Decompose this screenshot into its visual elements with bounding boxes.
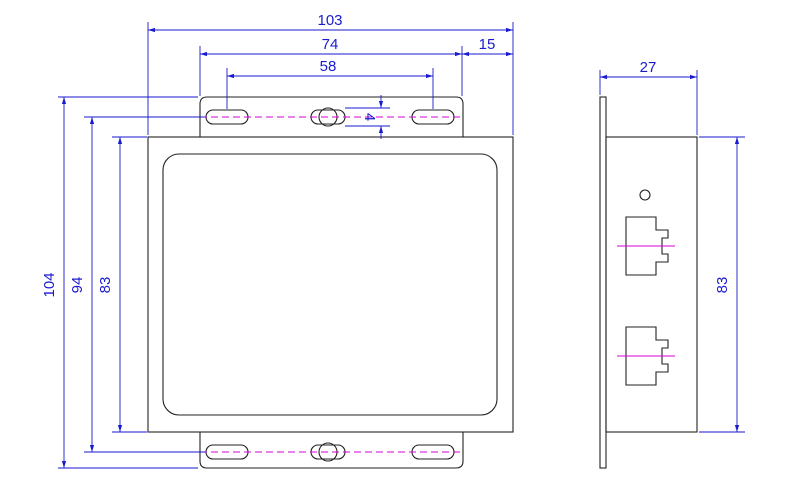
dim-104-label: 104 [41, 272, 58, 297]
top-flange [148, 96, 464, 138]
bottom-flange [199, 432, 464, 469]
front-inner-panel [162, 153, 498, 416]
side-view [599, 96, 698, 469]
dim-15-label: 15 [479, 36, 496, 53]
side-flange-plate [599, 96, 607, 469]
front-view [147, 96, 514, 469]
top-keyhole-slot [310, 109, 346, 125]
side-body-outline [605, 136, 698, 433]
front-dimensions: 103 74 15 58 4 104 94 83 [41, 12, 514, 469]
connector-upper [625, 216, 669, 276]
dim-103-label: 103 [317, 12, 342, 29]
dim-58-label: 58 [320, 58, 337, 75]
dim-4-label: 4 [361, 113, 378, 121]
dim-27-label: 27 [640, 59, 657, 76]
bottom-keyhole-slot [310, 444, 346, 460]
dim-83-side-label: 83 [714, 277, 731, 294]
side-dimensions: 27 83 [599, 59, 745, 433]
front-body-outline [147, 136, 514, 433]
connector-lower [625, 326, 669, 386]
dim-83-front-label: 83 [97, 277, 114, 294]
dim-94-label: 94 [69, 277, 86, 294]
led-indicator [639, 189, 651, 201]
dim-74-label: 74 [322, 36, 339, 53]
